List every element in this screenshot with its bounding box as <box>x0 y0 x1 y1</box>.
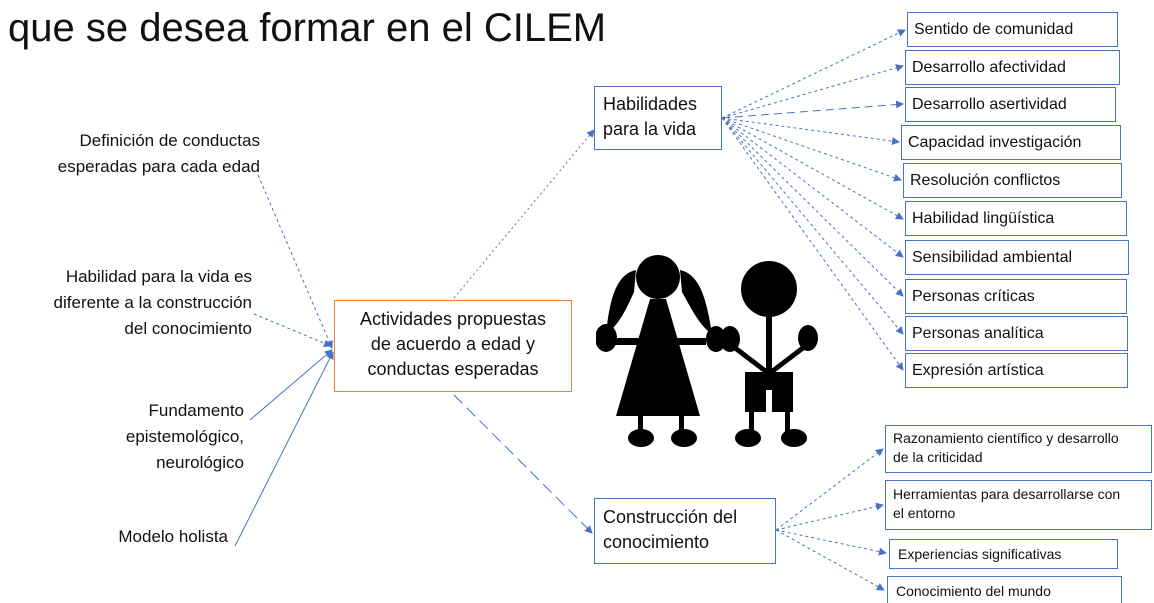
conn-skill <box>721 117 902 182</box>
skill-item: Habilidad lingüística <box>905 201 1127 236</box>
note-line: Habilidad para la vida es <box>65 267 252 286</box>
skill-item: Desarrollo asertividad <box>905 87 1116 122</box>
note-line: esperadas para cada edad <box>57 157 260 176</box>
conn-knowledge-item <box>775 502 884 531</box>
conn-skill <box>721 64 904 119</box>
note-conduct-definition: Definición de conductas esperadas para c… <box>58 128 260 180</box>
life-skills-line: Habilidades <box>603 94 698 114</box>
note-holistic-model: Modelo holista <box>118 524 228 550</box>
knowledge-item: Herramientas para desarrollarse con el e… <box>885 480 1152 530</box>
conn-skill <box>721 117 904 335</box>
conn-skill <box>721 117 900 146</box>
knowledge-construction-box: Construcción del conocimiento <box>594 498 776 564</box>
conn-knowledge-item <box>775 448 884 531</box>
knowledge-line: Construcción del <box>603 507 738 527</box>
skill-item: Desarrollo afectividad <box>905 50 1120 85</box>
conn-skill <box>721 117 904 297</box>
knowledge-item-line: Razonamiento científico y desarrollo <box>893 430 1119 446</box>
conn-skill <box>721 117 904 258</box>
note-line: Fundamento <box>148 401 244 420</box>
skill-item: Capacidad investigación <box>901 125 1121 160</box>
activities-line: de acuerdo a edad y <box>370 334 536 354</box>
conn-note-holistic <box>234 351 334 547</box>
note-life-skill-difference: Habilidad para la vida es diferente a la… <box>54 264 252 342</box>
skill-item: Sensibilidad ambiental <box>905 240 1129 275</box>
knowledge-item: Experiencias significativas <box>889 539 1118 569</box>
conn-note-conduct <box>257 174 333 349</box>
conn-life-skills <box>453 129 595 299</box>
life-skills-line: para la vida <box>603 119 697 139</box>
conn-skill <box>721 100 904 119</box>
activities-line: conductas esperadas <box>367 359 539 379</box>
note-line: epistemológico, <box>125 427 244 446</box>
knowledge-item: Conocimiento del mundo <box>887 576 1122 603</box>
skill-item: Personas analítica <box>905 316 1128 351</box>
activities-line: Actividades propuestas <box>359 309 547 329</box>
knowledge-item-line: Conocimiento del mundo <box>896 583 1051 599</box>
skill-item: Resolución conflictos <box>903 163 1122 198</box>
knowledge-item: Razonamiento científico y desarrollo de … <box>885 425 1152 473</box>
life-skills-box: Habilidades para la vida <box>594 86 722 150</box>
knowledge-item-line: Experiencias significativas <box>898 546 1062 562</box>
conn-skill <box>721 29 906 119</box>
knowledge-line: conocimiento <box>603 532 710 552</box>
page-title: que se desea formar en el CILEM <box>8 6 607 50</box>
conn-skill <box>721 117 904 371</box>
note-line: neurológico <box>156 453 244 472</box>
knowledge-item-line: Herramientas para desarrollarse con <box>893 486 1121 502</box>
note-line: Definición de conductas <box>79 131 260 150</box>
note-foundation: Fundamento epistemológico, neurológico <box>126 398 244 476</box>
knowledge-item-line: de la criticidad <box>893 449 983 465</box>
activities-box: Actividades propuestas de acuerdo a edad… <box>334 300 572 392</box>
skill-item: Sentido de comunidad <box>907 12 1118 47</box>
children-silhouette-icon <box>596 255 818 447</box>
note-line: del conocimiento <box>124 319 252 338</box>
conn-knowledge <box>453 394 593 534</box>
knowledge-item-line: el entorno <box>893 505 956 521</box>
conn-knowledge-item <box>775 529 887 556</box>
skill-item: Personas críticas <box>905 279 1127 314</box>
note-line: Modelo holista <box>118 527 228 546</box>
conn-knowledge-item <box>775 529 885 591</box>
skill-item: Expresión artística <box>905 353 1128 388</box>
note-line: diferente a la construcción <box>53 293 252 312</box>
conn-note-difference <box>253 313 332 348</box>
conn-skill <box>721 117 904 220</box>
conn-note-foundation <box>249 349 333 421</box>
